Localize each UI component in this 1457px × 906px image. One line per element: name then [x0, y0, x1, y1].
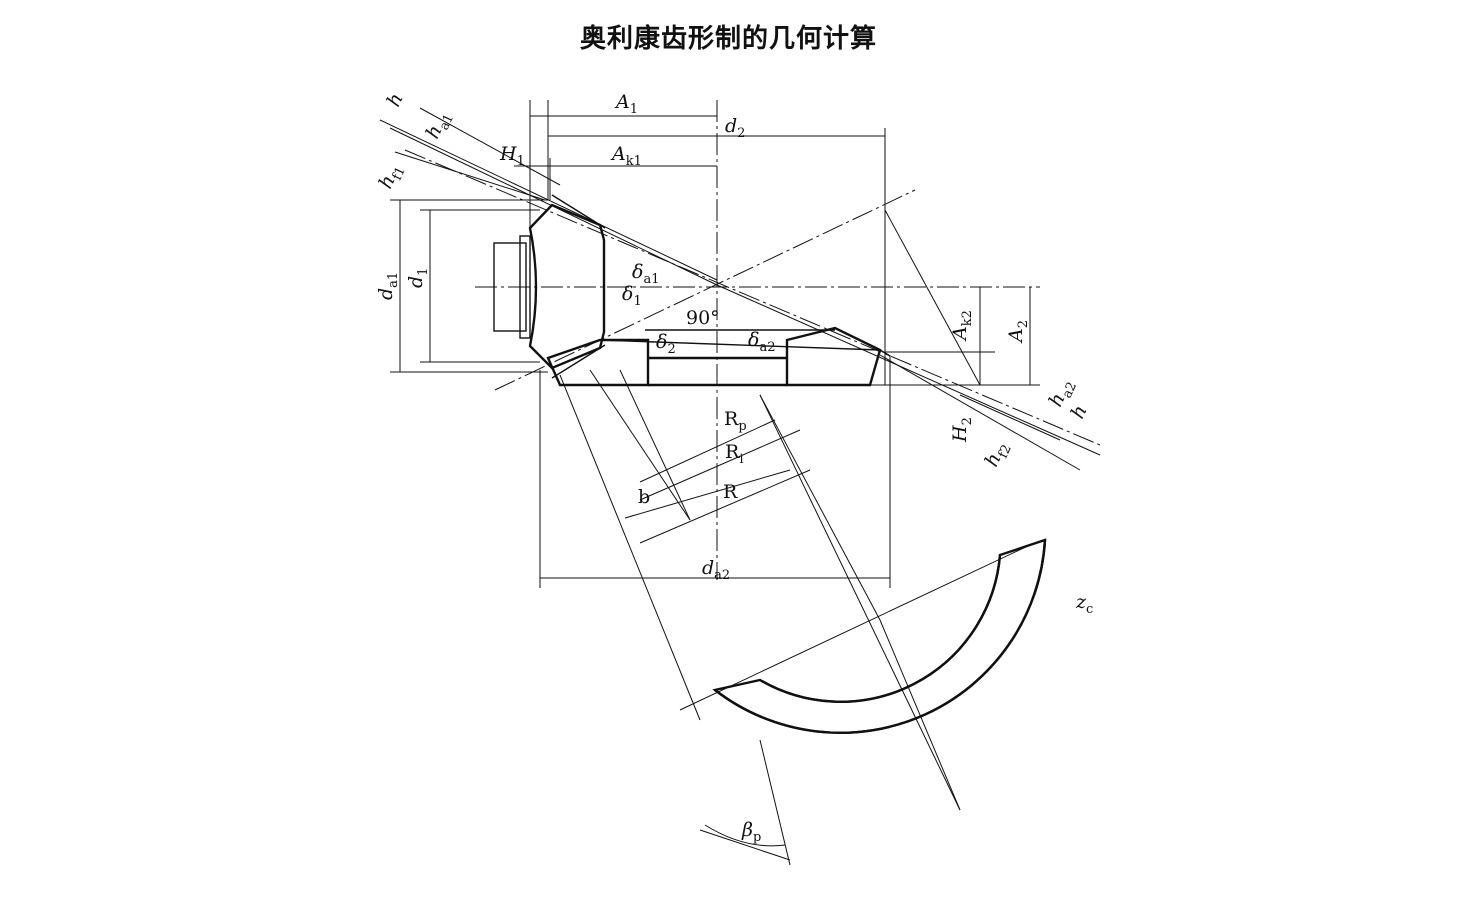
label-zc: zc: [1075, 591, 1093, 617]
label-delta-a2: δa2: [748, 329, 775, 355]
label-Ak1: Ak1: [610, 143, 642, 169]
cutter-head-view: [679, 538, 1047, 866]
label-Rp: Rp: [724, 408, 747, 434]
gear-section: [546, 326, 891, 387]
label-Ri: Ri: [725, 441, 743, 467]
label-delta-1: δ1: [622, 283, 642, 309]
label-d2: d2: [725, 115, 745, 141]
label-beta-p: βp: [741, 819, 761, 845]
label-d1: d1: [405, 268, 431, 288]
label-ha1: ha1: [422, 107, 458, 144]
label-da2: da2: [702, 557, 730, 583]
pitch-cone-centerline: [494, 189, 916, 391]
tooth-height-lines-left: [379, 107, 718, 286]
left-dimensions: [390, 199, 548, 373]
diagram-title: 奥利康齿形制的几何计算: [579, 24, 877, 54]
radius-dimensions: [539, 355, 961, 811]
pinion-section: [493, 194, 606, 379]
label-A2: A2: [1005, 320, 1031, 344]
diagram-labels: h ha1 hf1 H1 A1 d2 Ak1 da1 d1 δa1 δ1 90°…: [375, 90, 1094, 845]
label-hf2: hf2: [981, 438, 1015, 472]
pinion-cone-centerline: [404, 149, 1101, 446]
right-dimensions: [870, 209, 1040, 386]
top-dimensions: [514, 100, 886, 385]
label-da1: da1: [375, 272, 401, 300]
label-Ak2: Ak2: [949, 310, 975, 342]
label-delta-2: δ2: [656, 331, 676, 357]
label-H1: H1: [499, 143, 525, 169]
label-h-top: h: [383, 90, 408, 110]
label-b: b: [638, 486, 650, 508]
label-A1: A1: [614, 91, 638, 117]
label-hf1: hf1: [375, 160, 409, 194]
label-H2: H2: [949, 417, 975, 443]
label-R: R: [723, 481, 738, 503]
label-angle-90: 90°: [686, 307, 720, 329]
label-h-bottom: h: [1067, 402, 1092, 422]
tooth-height-lines-right: [716, 284, 1101, 471]
label-delta-a1: δa1: [632, 261, 659, 287]
